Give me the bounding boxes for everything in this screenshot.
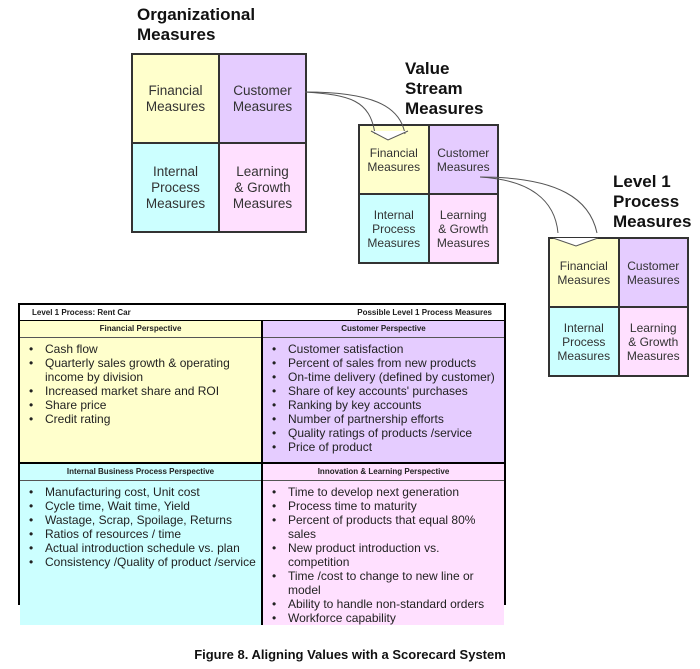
- list-item: Workforce capability: [272, 611, 504, 625]
- list-item: Price of product: [272, 440, 504, 454]
- arrow-value-stream-to-level1-right: [479, 176, 598, 234]
- figure-caption: Figure 8. Aligning Values with a Scoreca…: [194, 647, 506, 662]
- list-item: Cash flow: [29, 342, 261, 356]
- innovation-learning-quadrant: Innovation & Learning Perspective Time t…: [263, 464, 504, 625]
- organizational-measures-grid: Financial Measures Customer Measures Int…: [131, 53, 307, 233]
- list-item: On-time delivery (defined by customer): [272, 370, 504, 384]
- table-header: Level 1 Process: Rent Car Possible Level…: [20, 305, 504, 321]
- internal-business-process-quadrant: Internal Business Process Perspective Ma…: [20, 464, 263, 625]
- measures-list: Manufacturing cost, Unit cost Cycle time…: [20, 481, 261, 569]
- quadrant-heading: Internal Business Process Perspective: [20, 464, 261, 481]
- list-item: Ratios of resources / time: [29, 527, 261, 541]
- financial-perspective-quadrant: Financial Perspective Cash flow Quarterl…: [20, 321, 263, 464]
- arrowhead-value-stream: [370, 130, 409, 141]
- measures-list: Time to develop next generation Process …: [263, 481, 504, 625]
- customer-perspective-quadrant: Customer Perspective Customer satisfacti…: [263, 321, 504, 464]
- list-item: Actual introduction schedule vs. plan: [29, 541, 261, 555]
- list-item: Wastage, Scrap, Spoilage, Returns: [29, 513, 261, 527]
- list-item: Increased market share and ROI: [29, 384, 261, 398]
- learning-growth-measures-cell: Learning & Growth Measures: [428, 194, 498, 263]
- arrowhead-level1: [552, 237, 599, 247]
- arrow-org-to-value-stream-left: [304, 91, 376, 135]
- list-item: Share price: [29, 398, 261, 412]
- quadrant-heading: Customer Perspective: [263, 321, 504, 338]
- list-item: Process time to maturity: [272, 499, 504, 513]
- arrow-value-stream-to-level1-left: [479, 176, 559, 234]
- level1-process-measures-grid: Financial Measures Customer Measures Int…: [548, 237, 689, 377]
- financial-measures-cell: Financial Measures: [132, 54, 219, 143]
- measures-list: Cash flow Quarterly sales growth & opera…: [20, 338, 261, 426]
- list-item: Quarterly sales growth & operating incom…: [29, 356, 261, 384]
- list-item: Number of partnership efforts: [272, 412, 504, 426]
- learning-growth-measures-cell: Learning & Growth Measures: [618, 307, 688, 376]
- list-item: New product introduction vs. competition: [272, 541, 504, 569]
- arrow-org-to-value-stream-right: [304, 91, 406, 135]
- quadrant-heading: Financial Perspective: [20, 321, 261, 338]
- list-item: Consistency /Quality of product /service: [29, 555, 261, 569]
- list-item: Ability to handle non-standard orders: [272, 597, 504, 611]
- customer-measures-cell: Customer Measures: [219, 54, 306, 143]
- quadrant-heading: Innovation & Learning Perspective: [263, 464, 504, 481]
- measures-list: Customer satisfaction Percent of sales f…: [263, 338, 504, 454]
- financial-measures-cell: Financial Measures: [549, 238, 619, 307]
- process-measures-table: Level 1 Process: Rent Car Possible Level…: [18, 303, 506, 625]
- learning-growth-measures-cell: Learning & Growth Measures: [219, 143, 306, 232]
- value-stream-measures-grid: Financial Measures Customer Measures Int…: [358, 124, 499, 264]
- list-item: Time to develop next generation: [272, 485, 504, 499]
- internal-process-measures-cell: Internal Process Measures: [549, 307, 619, 376]
- list-item: Share of key accounts' purchases: [272, 384, 504, 398]
- list-item: Customer satisfaction: [272, 342, 504, 356]
- internal-process-measures-cell: Internal Process Measures: [132, 143, 219, 232]
- list-item: Manufacturing cost, Unit cost: [29, 485, 261, 499]
- list-item: Percent of sales from new products: [272, 356, 504, 370]
- internal-process-measures-cell: Internal Process Measures: [359, 194, 429, 263]
- level1-process-label: Level 1 Process: Rent Car: [32, 308, 131, 317]
- customer-measures-cell: Customer Measures: [618, 238, 688, 307]
- list-item: Quality ratings of products /service: [272, 426, 504, 440]
- organizational-measures-title: Organizational Measures: [137, 5, 256, 44]
- list-item: Ranking by key accounts: [272, 398, 504, 412]
- level1-process-measures-title: Level 1 Process Measures: [613, 172, 692, 231]
- possible-measures-label: Possible Level 1 Process Measures: [357, 308, 492, 317]
- customer-measures-cell: Customer Measures: [428, 125, 498, 194]
- list-item: Time /cost to change to new line or mode…: [272, 569, 504, 597]
- list-item: Cycle time, Wait time, Yield: [29, 499, 261, 513]
- list-item: Credit rating: [29, 412, 261, 426]
- list-item: Percent of products that equal 80% sales: [272, 513, 504, 541]
- value-stream-measures-title: Value Stream Measures: [405, 59, 484, 118]
